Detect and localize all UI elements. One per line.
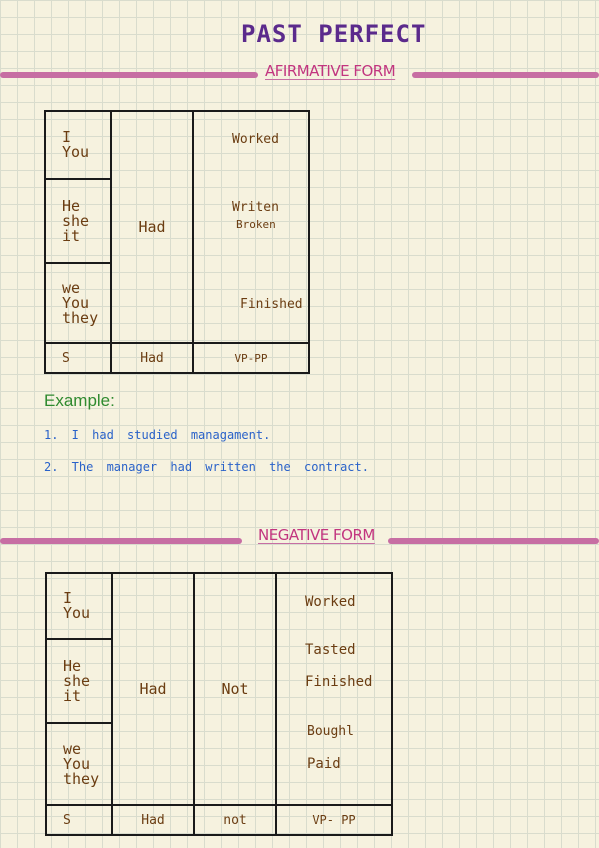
affirmative-table: I You Had Worked Writen Broken Finished …	[44, 110, 310, 374]
pronoun-cell: He she it	[44, 178, 112, 264]
subject-cell: S	[44, 342, 112, 374]
example-label: Example:	[44, 391, 115, 410]
pronoun-cell: I You	[45, 572, 113, 640]
section-divider-right	[412, 72, 599, 78]
page-title: PAST PERFECT	[241, 20, 427, 48]
subject-cell: S	[45, 804, 113, 836]
pronoun-cell: I You	[44, 110, 112, 180]
section-divider-right	[388, 538, 599, 544]
auxiliary-cell: Had	[110, 110, 194, 344]
verb-text: Tasted	[305, 642, 356, 658]
formula-row: S Had VP-PP	[44, 342, 310, 374]
pronoun-cell: we You they	[44, 262, 112, 344]
verb-text: Boughl	[307, 724, 354, 739]
section-divider-left	[0, 72, 258, 78]
negative-table: I You Had Not Worked Tasted Finished Bou…	[45, 572, 393, 836]
pronoun-cell: He she it	[45, 638, 113, 724]
verb-text: Finished	[240, 297, 303, 312]
example-sentence: 2. The manager had written the contract.	[44, 460, 369, 474]
verb-text: Broken	[236, 218, 276, 231]
verb-text: Paid	[307, 756, 341, 772]
aux-formula-cell: Had	[111, 804, 195, 836]
verb-text: Finished	[305, 674, 373, 690]
table-row: we You they	[44, 262, 309, 344]
verb-formula-cell: VP-PP	[192, 342, 310, 374]
example-sentence: 1. I had studied managament.	[44, 428, 271, 442]
pronoun-cell: we You they	[45, 722, 113, 806]
negation-cell: Not	[193, 572, 277, 806]
table-row: we You they	[45, 722, 392, 806]
formula-row: S Had not VP- PP	[45, 804, 393, 836]
verbs-cell: Worked Tasted Finished Boughl Paid	[275, 572, 393, 806]
aux-formula-cell: Had	[110, 342, 194, 374]
table-row: He she it	[45, 638, 392, 724]
affirmative-heading: AFIRMATIVE FORM	[265, 62, 396, 80]
section-divider-left	[0, 538, 242, 544]
verb-formula-cell: VP- PP	[275, 804, 393, 836]
auxiliary-cell: Had	[111, 572, 195, 806]
table-row: He she it	[44, 178, 309, 264]
verb-text: Writen	[232, 200, 279, 215]
neg-formula-cell: not	[193, 804, 277, 836]
verbs-cell: Worked Writen Broken Finished	[192, 110, 310, 344]
negative-heading: NEGATIVE FORM	[258, 526, 375, 544]
table-row: I You Had Worked Writen Broken Finished	[44, 110, 310, 344]
verb-text: Worked	[232, 132, 279, 147]
verb-text: Worked	[305, 594, 356, 610]
table-row: I You Had Not Worked Tasted Finished Bou…	[45, 572, 393, 806]
